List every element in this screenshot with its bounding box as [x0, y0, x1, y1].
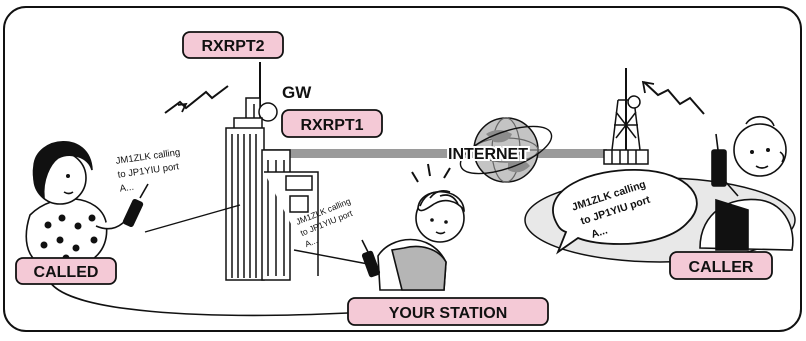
your-station-message-line-3: A...: [303, 235, 319, 249]
called-label: CALLED: [15, 257, 117, 285]
internet-label: INTERNET: [448, 146, 528, 163]
rf-link-line-called: [144, 204, 241, 233]
rxrpt1-label-text: RXRPT1: [300, 117, 363, 134]
your-station-label-text: YOUR STATION: [389, 305, 508, 322]
rf-link-line-station: [293, 249, 369, 265]
caller-label-text: CALLER: [689, 259, 754, 276]
rxrpt2-label-text: RXRPT2: [201, 38, 264, 55]
internet-globe-icon: [459, 117, 553, 183]
caller-speech-bubble: JM1ZLK calling to JP1YIU port A...: [552, 169, 698, 255]
called-person-icon: [25, 140, 149, 269]
internet-link-line: [262, 149, 607, 158]
caller-label: CALLER: [669, 251, 773, 280]
called-message-line-3: A...: [119, 182, 135, 195]
rxrpt2-label: RXRPT2: [182, 31, 284, 59]
radio-wave-icons: [164, 80, 705, 115]
caller-repeater-tower-icon: [603, 68, 649, 165]
gateway-building-icon: [225, 62, 319, 281]
your-station-label: YOUR STATION: [347, 297, 549, 326]
your-station-person-icon: [361, 163, 466, 291]
called-to-station-arc: [49, 281, 349, 317]
gw-label: GW: [282, 83, 312, 102]
rxrpt1-label: RXRPT1: [281, 109, 383, 138]
called-label-text: CALLED: [34, 264, 99, 281]
caller-message-line-3: A...: [590, 224, 609, 240]
caller-person-icon: [699, 115, 794, 251]
